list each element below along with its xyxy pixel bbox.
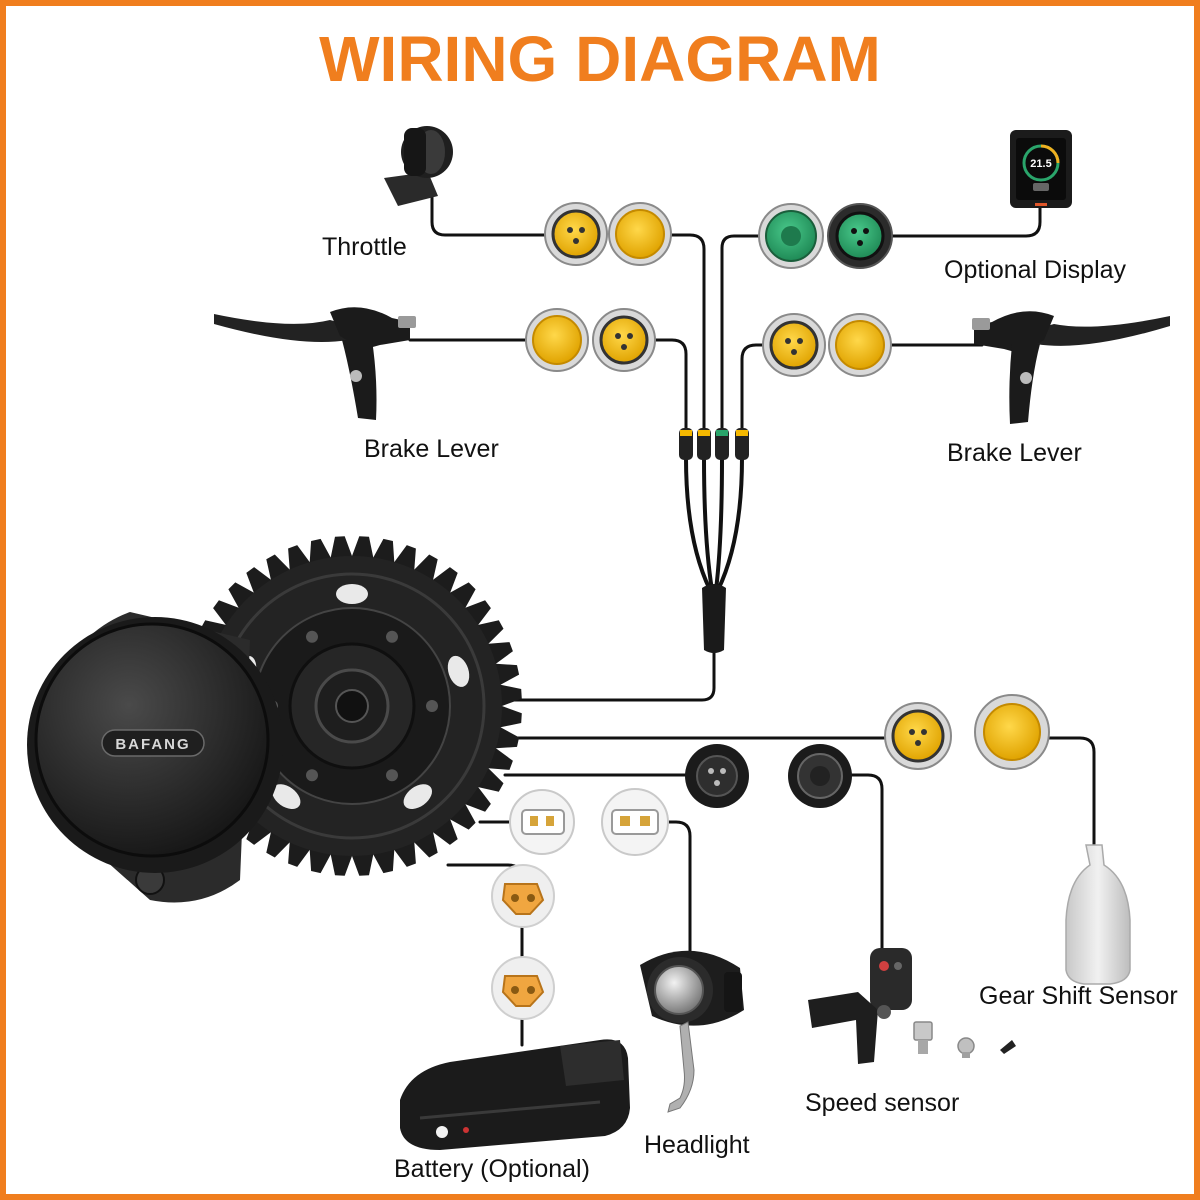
gear-shift-connector-female bbox=[974, 694, 1050, 770]
display-connector-female bbox=[827, 203, 893, 269]
gear-shift-sensor-wire bbox=[1044, 736, 1096, 847]
gear-shift-connector-male bbox=[884, 702, 952, 770]
left-brake-harness-wire bbox=[650, 338, 688, 434]
speed-sensor-connector-female bbox=[788, 744, 852, 808]
throttle-label: Throttle bbox=[322, 233, 407, 261]
wire-harness bbox=[679, 428, 749, 653]
motor-housing: BAFANG bbox=[27, 612, 283, 903]
right-brake-lever-icon bbox=[972, 311, 1170, 424]
throttle-connector-male bbox=[544, 202, 608, 266]
display-connector-male bbox=[758, 203, 824, 269]
display-speed-reading: 21.5 bbox=[1030, 158, 1051, 170]
motor-brand-logo: BAFANG bbox=[115, 736, 190, 753]
speed-sensor-connector-male bbox=[685, 744, 749, 808]
harness-to-motor-wire bbox=[510, 648, 716, 702]
gear-shift-sensor-label: Gear Shift Sensor bbox=[979, 982, 1178, 1010]
wires bbox=[408, 193, 1096, 1047]
page-title: WIRING DIAGRAM bbox=[319, 23, 881, 95]
display-wire bbox=[890, 203, 1042, 238]
throttle-connector-female bbox=[608, 202, 672, 266]
chainring-icon bbox=[182, 536, 522, 876]
left-brake-connector-male bbox=[592, 308, 656, 372]
optional-display-label: Optional Display bbox=[944, 256, 1127, 284]
right-brake-connector-male bbox=[762, 313, 826, 377]
left-brake-lever-icon bbox=[214, 307, 416, 420]
right-brake-harness-wire bbox=[740, 343, 766, 434]
connectors bbox=[491, 202, 1050, 1020]
battery-icon bbox=[400, 1039, 630, 1150]
display-harness-wire bbox=[720, 234, 762, 434]
gear-shift-sensor-icon bbox=[1065, 844, 1131, 985]
battery-connector-male bbox=[491, 864, 555, 928]
headlight-connector-male bbox=[509, 789, 575, 855]
battery-label: Battery (Optional) bbox=[394, 1155, 590, 1183]
display-icon: 21.5 bbox=[1010, 130, 1072, 208]
headlight-icon bbox=[640, 950, 744, 1113]
brake-lever-left-label: Brake Lever bbox=[364, 435, 499, 463]
throttle-wire bbox=[430, 193, 550, 237]
brake-lever-right-label: Brake Lever bbox=[947, 439, 1082, 467]
left-brake-connector-female bbox=[525, 308, 589, 372]
battery-connector-female bbox=[491, 956, 555, 1020]
throttle-harness-wire bbox=[666, 233, 706, 434]
headlight-device-wire bbox=[666, 820, 692, 967]
speed-sensor-device-wire bbox=[850, 773, 884, 952]
headlight-label: Headlight bbox=[644, 1131, 750, 1159]
throttle-icon bbox=[384, 126, 453, 206]
speed-sensor-icon bbox=[808, 948, 1016, 1064]
right-brake-connector-female bbox=[828, 313, 892, 377]
speed-sensor-label: Speed sensor bbox=[805, 1089, 960, 1117]
headlight-connector-female bbox=[601, 788, 669, 856]
